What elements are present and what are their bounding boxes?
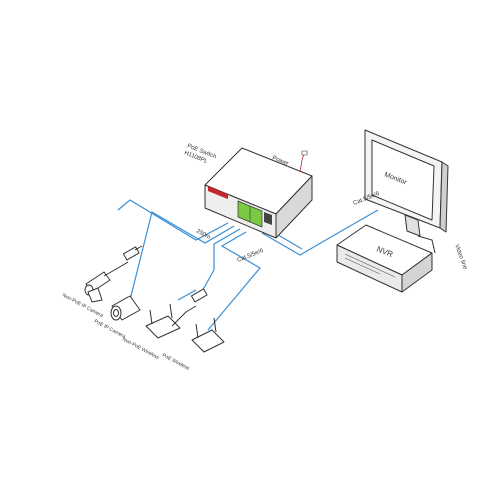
cable-to-non-poe-camera [117,199,229,241]
label-poe-wireless: PoE Wireless [161,352,191,372]
cable-lines [117,199,379,331]
non-poe-ip-camera [84,245,143,303]
poe-wireless-ap-body [191,329,225,353]
switch-uplink-ports [264,212,272,225]
monitor [364,129,449,237]
camera-mount [87,287,103,303]
nvr [336,224,433,293]
monitor-stand [404,214,421,237]
downlink-cable-label: Cat.5/5e/6 [237,248,266,264]
nvr-front-slot-2 [344,257,381,275]
non-poe-wireless-ap [145,288,208,339]
cable-to-poe-camera [129,211,235,301]
poe-switch [204,147,313,239]
wireless-injector [190,288,208,303]
poe-wireless-antenna-1 [195,323,199,339]
wireless-antenna-2 [169,303,173,319]
wireless-ap-body [145,315,181,339]
label-poe-ip-camera: PoE IP Camera [93,318,127,340]
cable-to-non-poe-wireless [199,228,241,296]
video-line [417,235,436,254]
cable-switch-to-nvr [261,209,379,256]
monitor-screen [371,139,435,221]
wireless-antenna-1 [149,309,153,325]
nvr-front-slot [344,253,396,278]
poe-camera-lens-inner [113,309,119,317]
injector-cable [134,245,143,251]
wireless-pigtail [171,305,197,327]
nvr-side-face [401,252,433,293]
power-plug-icon [301,150,308,156]
poe-ip-camera [110,295,141,321]
cable-to-poe-wireless [207,231,261,331]
switch-side-face [275,175,313,239]
cable-wireless-adapter [177,289,197,301]
power-label: Power [271,155,289,167]
camera-pigtail [103,261,129,277]
monitor-back [439,161,449,233]
video-line-label: Video line [453,244,468,271]
switch-logo [208,186,228,200]
poe-wireless-ap [191,317,225,353]
poe-wireless-antenna-2 [213,317,217,333]
power-cord [299,153,305,173]
label-non-poe-wireless: Non-PoE Wireless [121,336,160,361]
